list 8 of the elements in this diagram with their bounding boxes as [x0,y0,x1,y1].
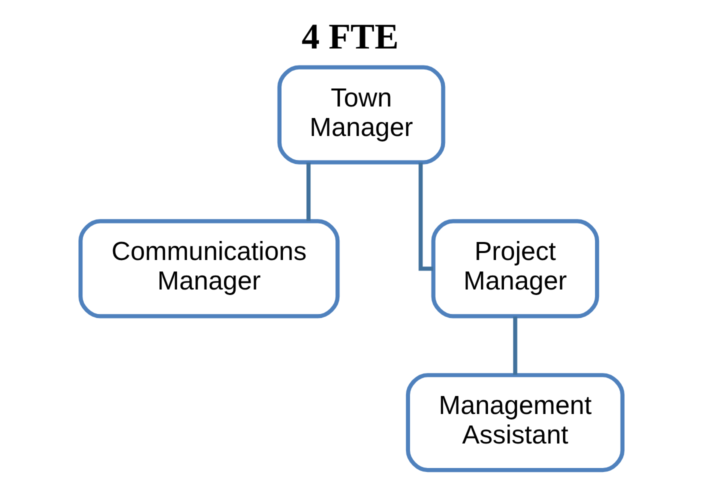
connector [512,316,517,375]
connector [418,162,433,271]
node-box: Town Manager [276,65,445,164]
node-box: Project Manager [430,219,599,318]
connector [306,162,310,221]
node-box: Management Assistant [405,373,624,472]
diagram-title: 4 FTE [301,16,398,57]
node-box: Communications Manager [78,219,340,318]
